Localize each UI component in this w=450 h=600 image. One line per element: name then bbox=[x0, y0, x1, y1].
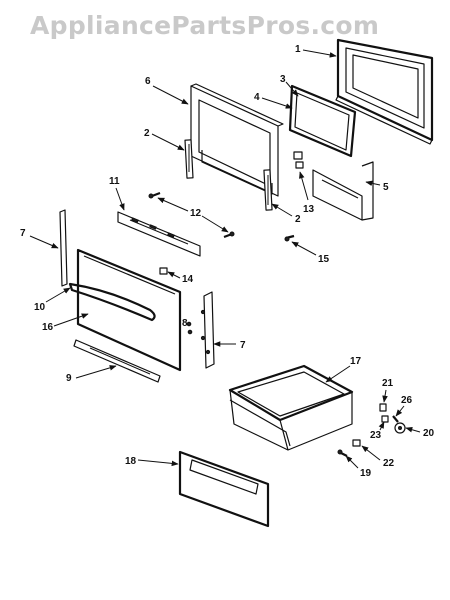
callout-5: 5 bbox=[383, 182, 389, 193]
part-1-outer-door-panel bbox=[335, 38, 434, 145]
callout-16: 16 bbox=[42, 322, 54, 333]
leader-lines bbox=[29, 49, 421, 469]
part-18-drawer-front bbox=[178, 450, 270, 528]
part-4-door-glass bbox=[288, 84, 357, 158]
callout-6: 6 bbox=[145, 76, 151, 87]
part-19-screw bbox=[337, 449, 348, 457]
part-11-door-vent-bar bbox=[117, 211, 201, 257]
part-7-side-trim-left bbox=[59, 209, 68, 287]
callout-8: 8 bbox=[182, 318, 188, 329]
callout-21: 21 bbox=[382, 378, 394, 389]
watermark-text: AppliancePartsPros.com bbox=[30, 11, 379, 40]
callout-10: 10 bbox=[34, 302, 46, 313]
callout-14: 14 bbox=[182, 274, 194, 285]
callout-18: 18 bbox=[125, 456, 137, 467]
part-7-side-trim-right bbox=[200, 291, 215, 369]
callout-7-right: 7 bbox=[240, 340, 246, 351]
part-26-screw bbox=[392, 415, 399, 423]
callout-9: 9 bbox=[66, 373, 72, 384]
callout-2-lower: 2 bbox=[295, 214, 301, 225]
callout-3: 3 bbox=[280, 74, 286, 85]
part-13-clip bbox=[293, 151, 304, 169]
part-2-hinge-left bbox=[184, 139, 194, 179]
part-8-screws bbox=[186, 321, 193, 335]
callout-15: 15 bbox=[318, 254, 330, 265]
part-20-wheel bbox=[394, 422, 406, 434]
callout-1: 1 bbox=[295, 44, 301, 55]
part-22-clip bbox=[352, 439, 361, 447]
callout-4: 4 bbox=[254, 92, 260, 103]
callout-23: 23 bbox=[370, 430, 382, 441]
part-5-door-bracket bbox=[312, 161, 374, 221]
callout-26: 26 bbox=[401, 395, 413, 406]
callout-13: 13 bbox=[303, 204, 315, 215]
part-23-roller-part bbox=[381, 415, 389, 423]
callout-12: 12 bbox=[190, 208, 202, 219]
part-12-screws bbox=[148, 191, 235, 239]
part-21-roller bbox=[379, 403, 387, 412]
callout-19: 19 bbox=[360, 468, 372, 479]
callout-11: 11 bbox=[109, 176, 120, 187]
callout-22: 22 bbox=[383, 458, 395, 469]
callout-17: 17 bbox=[350, 356, 362, 367]
part-6-inner-door-frame bbox=[190, 83, 284, 197]
part-14-clip bbox=[159, 267, 168, 275]
part-17-drawer-tray bbox=[228, 364, 354, 451]
callout-7-left: 7 bbox=[20, 228, 26, 239]
part-16-outer-door bbox=[76, 248, 182, 372]
part-15-screw bbox=[284, 234, 295, 242]
callout-20: 20 bbox=[423, 428, 435, 439]
part-10-door-handle bbox=[68, 282, 156, 322]
callout-2-upper: 2 bbox=[144, 128, 150, 139]
part-2-hinge-right bbox=[263, 169, 273, 211]
part-9-bottom-trim bbox=[73, 339, 161, 383]
callout-labels: 1 6 3 4 2 2 5 13 11 12 15 7 14 10 16 8 7… bbox=[20, 44, 435, 479]
